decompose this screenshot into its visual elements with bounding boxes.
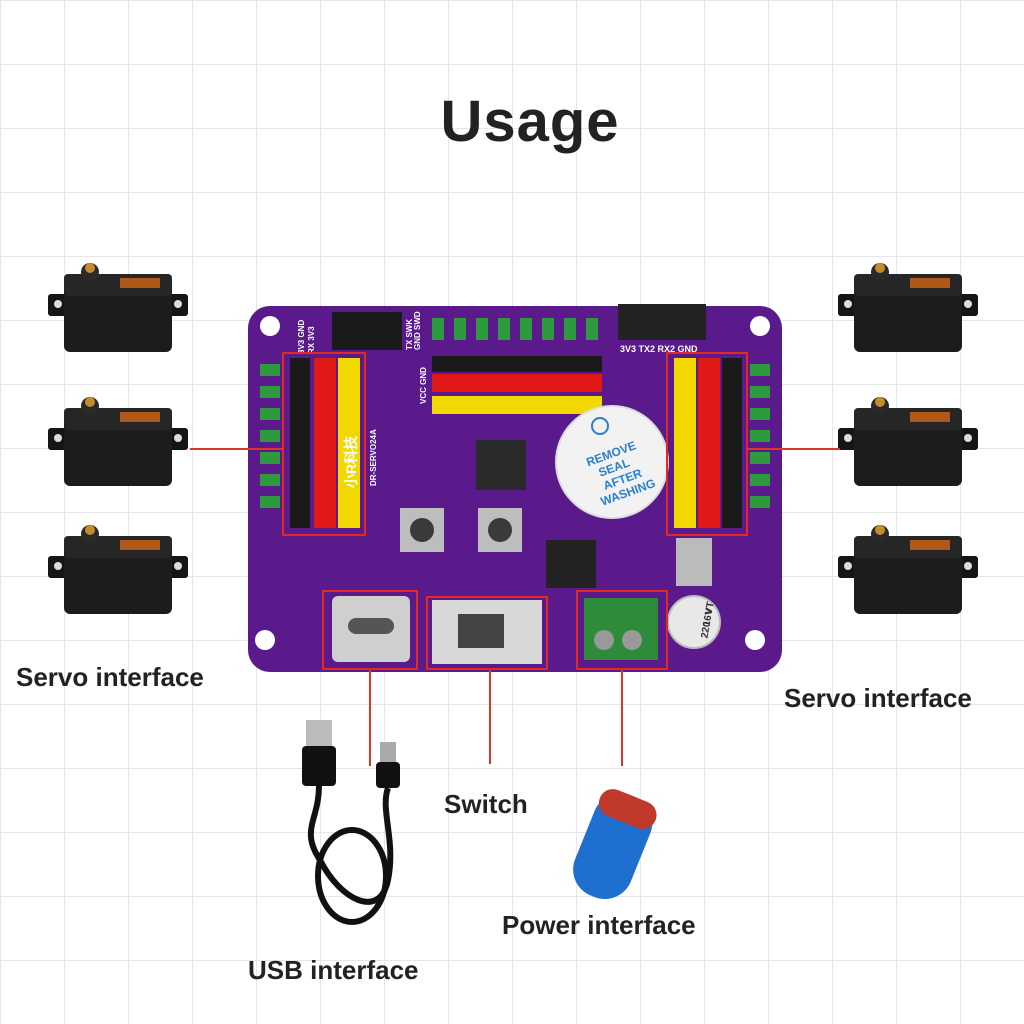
svg-text:VT: VT [704,601,717,615]
usb-cable-icon [302,720,400,925]
servo-left-callout-line [190,448,284,450]
servo-left-highlight [282,352,366,536]
servo-motor-icon [838,263,978,352]
servo-motor-icon [838,525,978,614]
vcc-gnd-label: VCC GND [419,367,428,404]
servo-interface-left-label: Servo interface [16,662,204,692]
capacitor-label: 220 16V VT [699,601,716,639]
servo-right-highlight [666,352,748,536]
top-header-label: 3V3 GND [297,320,306,354]
svg-text:16V: 16V [702,608,716,628]
svg-text:220: 220 [699,620,713,639]
switch-callout-line [489,670,491,764]
servo-motor-icon [48,263,188,352]
board-brand: 小R科技 [343,435,359,488]
usb-interface-label: USB interface [248,955,419,985]
servo-interface-right-label: Servo interface [784,683,972,713]
power-callout-line [621,670,623,766]
servo-motor-icon [48,397,188,486]
servo-motor-icon [838,397,978,486]
usb-callout-line [369,670,371,766]
swd-label-2: GND SWD [413,311,422,350]
power-interface-label: Power interface [502,910,696,940]
board-model: DR-SERVO24A [369,429,378,486]
switch-highlight [426,596,548,670]
swd-label: TX SWK [405,319,414,350]
usb-highlight [322,590,418,670]
servo-motor-icon [48,525,188,614]
board-labels: 小R科技 DR-SERVO24A 3V3 TX2 RX2 GND VCC GND… [297,311,698,488]
circuit-board-icon [248,304,782,672]
servo-right-callout-line [748,448,840,450]
uart-header-label: 3V3 TX2 RX2 GND [620,344,698,354]
battery-icon [573,789,657,900]
top-header-label-2: RX 3V3 [307,326,316,354]
switch-label: Switch [444,789,528,819]
page-title: Usage [440,89,620,154]
power-highlight [576,590,668,670]
